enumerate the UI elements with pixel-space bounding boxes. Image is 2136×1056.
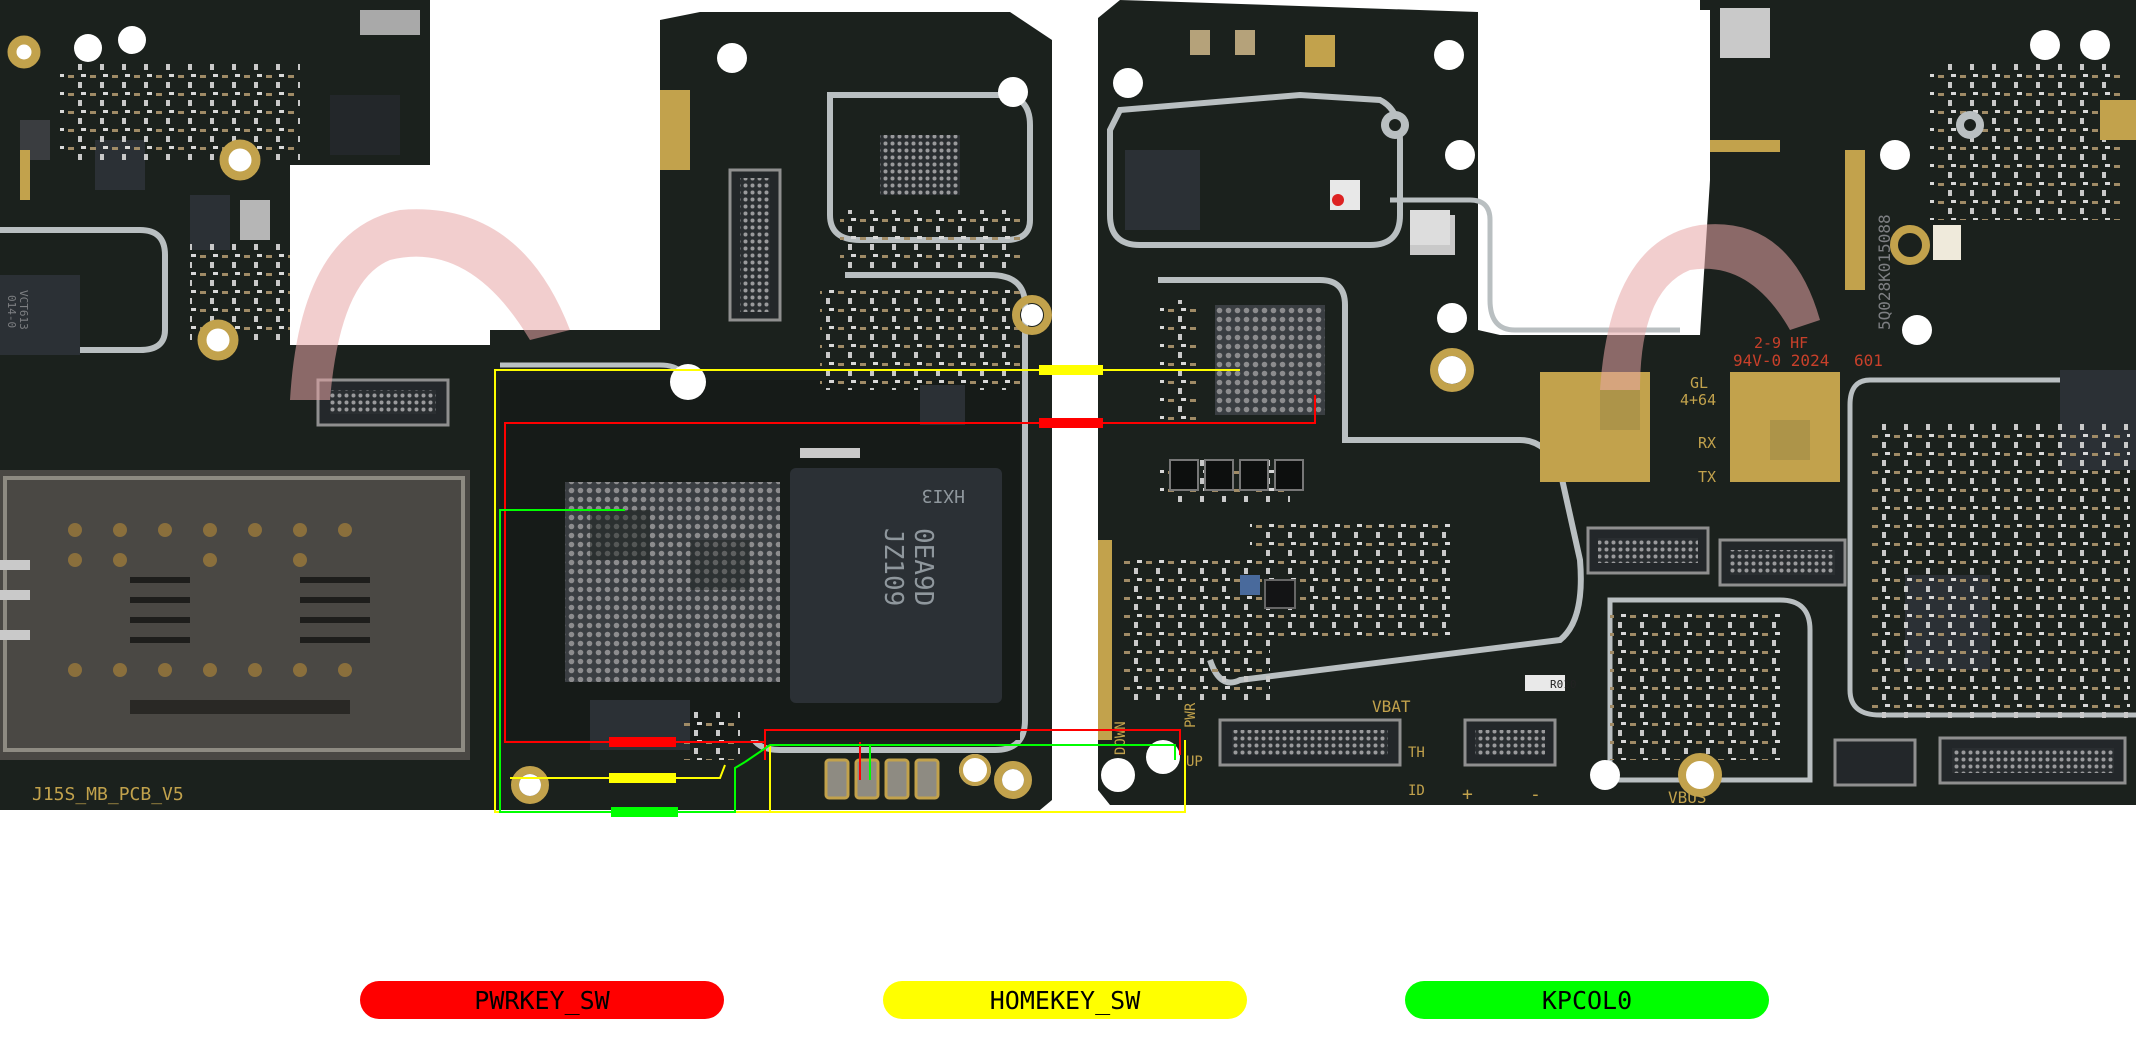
- sim-tray: [0, 470, 470, 760]
- watermark: [290, 209, 1820, 400]
- board-text: J15S_MB_PCB_V5 VBAT + - VBUS RX TX GL 4+…: [32, 374, 1716, 807]
- legend-pwrkey: PWRKEY_SW: [360, 981, 724, 1019]
- side-key-contacts: [959, 754, 991, 786]
- legend-kpcol0: KPCOL0: [1405, 981, 1769, 1019]
- ic-left-label: VCT613: [17, 290, 30, 330]
- pwrkey-trace: [504, 395, 1316, 780]
- legend-pwrkey-label: PWRKEY_SW: [474, 985, 610, 1015]
- tx-label: TX: [1698, 468, 1716, 486]
- cpu-marking-3: JZ109: [878, 528, 908, 606]
- minus-label: -: [1530, 784, 1541, 805]
- vbat-label: VBAT: [1372, 697, 1411, 716]
- date-code-label: 94V-0 2024: [1733, 351, 1829, 370]
- legend-kpcol0-label: KPCOL0: [1541, 985, 1633, 1015]
- up-label: UP: [1186, 754, 1203, 770]
- pwr-label: PWR: [1183, 702, 1199, 728]
- batch-label: 601: [1854, 351, 1883, 370]
- legend-homekey-label: HOMEKEY_SW: [989, 985, 1141, 1015]
- legend-homekey: HOMEKEY_SW: [883, 981, 1247, 1019]
- ic-left-sub-label: 014-0: [5, 295, 18, 328]
- right-board: [1098, 0, 2136, 805]
- rev-label: 2-9 HF: [1754, 334, 1808, 352]
- homekey-trace: [494, 365, 1240, 813]
- left-board: [0, 0, 1052, 810]
- serial-label: 5Q028K015088: [1875, 214, 1894, 330]
- rx-label: RX: [1698, 434, 1716, 452]
- vbus-label: VBUS: [1668, 788, 1707, 807]
- plus-label: +: [1462, 784, 1473, 805]
- connector-fpc-4: [1833, 738, 1917, 787]
- gl-sub-label: 4+64: [1680, 391, 1716, 409]
- id-label: ID: [1408, 783, 1425, 799]
- memory-chip: [790, 468, 1002, 703]
- cpu-marking-2: 0EA9D: [908, 528, 938, 606]
- th-label: TH: [1408, 745, 1425, 761]
- down-label: DOWN: [1113, 721, 1129, 755]
- pmic-bga: [1215, 305, 1325, 415]
- r010-label: R010: [1550, 678, 1577, 691]
- gl-label: GL: [1690, 374, 1708, 392]
- cpu-marking-1: HXI3: [922, 485, 965, 506]
- pcb-name-label: J15S_MB_PCB_V5: [32, 784, 184, 805]
- kpcol0-trace: [499, 509, 1176, 817]
